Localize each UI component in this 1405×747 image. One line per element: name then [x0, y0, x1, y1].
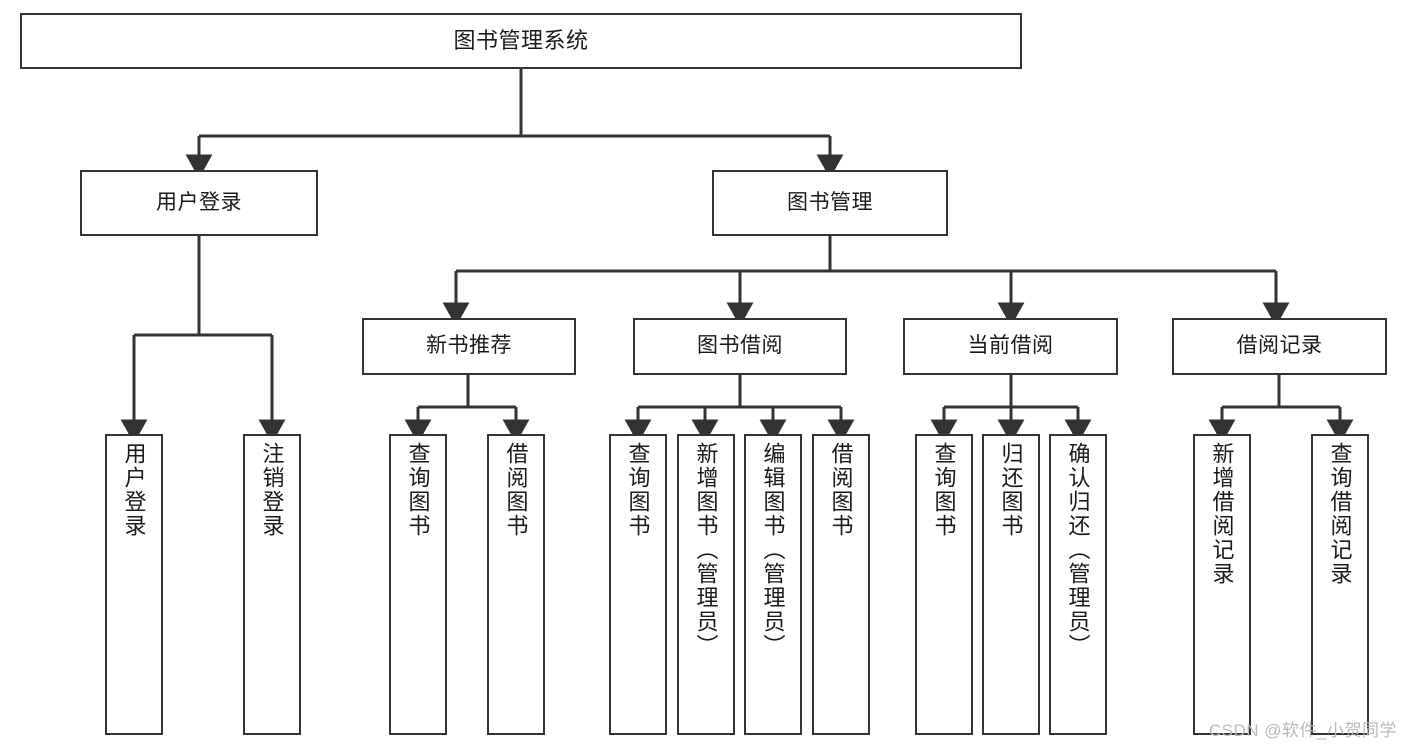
node-label: 确认归还（管理员）: [1065, 442, 1091, 658]
leaf-user-login-login[interactable]: 用户登录: [105, 434, 163, 735]
node-label: 查询图书: [931, 442, 957, 538]
node-book-management[interactable]: 图书管理: [712, 170, 948, 236]
node-label: 图书借阅: [697, 334, 783, 358]
leaf-current-borrow-confirm-return[interactable]: 确认归还（管理员）: [1049, 434, 1107, 735]
node-label: 用户登录: [156, 190, 242, 214]
node-root-system[interactable]: 图书管理系统: [20, 13, 1022, 69]
node-label: 借阅图书: [828, 442, 854, 538]
node-label: 编辑图书（管理员）: [760, 442, 786, 658]
node-label: 新增借阅记录: [1209, 442, 1235, 586]
node-label: 查询图书: [405, 442, 431, 538]
node-book-borrow[interactable]: 图书借阅: [633, 318, 847, 375]
node-label: 查询图书: [625, 442, 651, 538]
node-current-borrow[interactable]: 当前借阅: [903, 318, 1118, 375]
node-label: 借阅记录: [1236, 334, 1323, 358]
node-label: 图书管理系统: [453, 28, 589, 54]
leaf-current-borrow-query[interactable]: 查询图书: [915, 434, 973, 735]
leaf-book-borrow-add[interactable]: 新增图书（管理员）: [677, 434, 735, 735]
leaf-borrow-record-query[interactable]: 查询借阅记录: [1311, 434, 1369, 735]
node-label: 用户登录: [121, 442, 147, 538]
node-label: 当前借阅: [967, 334, 1054, 358]
leaf-book-borrow-borrow[interactable]: 借阅图书: [812, 434, 870, 735]
node-new-book-recommend[interactable]: 新书推荐: [362, 318, 576, 375]
leaf-new-book-borrow[interactable]: 借阅图书: [487, 434, 545, 735]
node-borrow-record[interactable]: 借阅记录: [1172, 318, 1387, 375]
node-label: 借阅图书: [503, 442, 529, 538]
node-label: 新增图书（管理员）: [693, 442, 719, 658]
leaf-current-borrow-return[interactable]: 归还图书: [982, 434, 1040, 735]
node-label: 新书推荐: [426, 334, 512, 358]
leaf-new-book-query[interactable]: 查询图书: [389, 434, 447, 735]
csdn-watermark: CSDN @软件_小贺同学: [1208, 721, 1397, 740]
node-label: 查询借阅记录: [1327, 442, 1353, 586]
node-user-login[interactable]: 用户登录: [80, 170, 318, 236]
node-label: 图书管理: [787, 190, 873, 214]
leaf-book-borrow-query[interactable]: 查询图书: [609, 434, 667, 735]
node-label: 注销登录: [259, 442, 285, 538]
leaf-borrow-record-add[interactable]: 新增借阅记录: [1193, 434, 1251, 735]
leaf-user-login-logout[interactable]: 注销登录: [243, 434, 301, 735]
node-label: 归还图书: [998, 442, 1024, 538]
leaf-book-borrow-edit[interactable]: 编辑图书（管理员）: [744, 434, 802, 735]
